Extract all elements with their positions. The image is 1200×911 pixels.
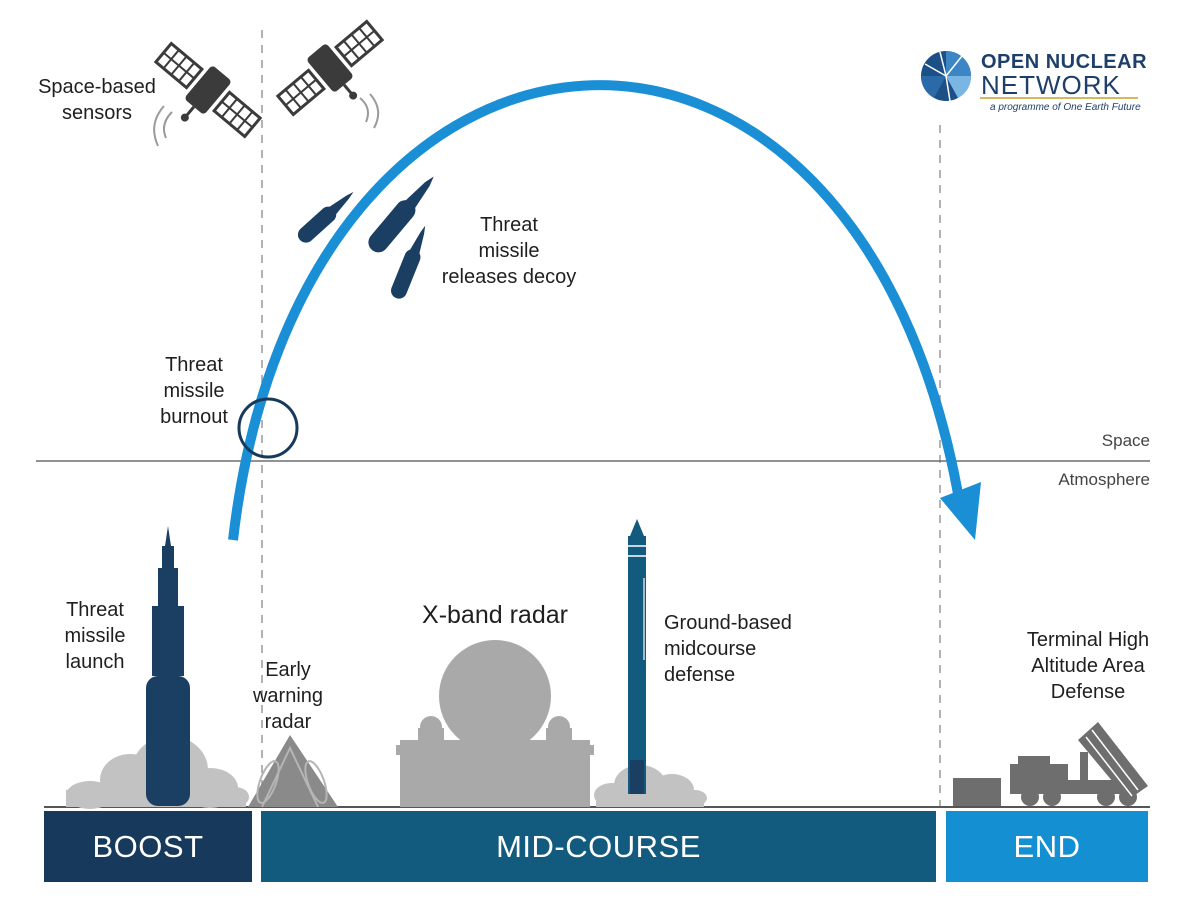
gmd-line-3: defense bbox=[664, 664, 736, 686]
burnout-line-2: missile bbox=[163, 380, 225, 402]
thaad-line-1: Terminal High bbox=[1026, 629, 1150, 651]
early-warning-label: Early warning radar bbox=[238, 657, 338, 735]
space-label: Space bbox=[1101, 431, 1150, 450]
burnout-circle bbox=[237, 397, 299, 459]
logo-line-2: NETWORK bbox=[981, 70, 1121, 100]
space-sensors-line-1: Space-based bbox=[38, 76, 156, 98]
decoy-line-2: missile bbox=[478, 240, 540, 262]
xband-radar-icon bbox=[396, 640, 594, 807]
satellite-icon bbox=[153, 41, 263, 139]
gmd-line-2: midcourse bbox=[664, 638, 757, 660]
decoy-warhead-icon bbox=[390, 225, 426, 299]
gmd-interceptor-icon bbox=[628, 519, 646, 794]
trajectory-arrowhead bbox=[940, 482, 981, 540]
satellite-icon bbox=[275, 19, 385, 117]
logo-line-1: OPEN NUCLEAR bbox=[981, 51, 1148, 73]
space-sensors-line-2: sensors bbox=[61, 102, 133, 124]
thaad-launcher-detail bbox=[1085, 729, 1139, 797]
thaad-line-2: Altitude Area bbox=[1031, 655, 1145, 677]
trajectory-arc bbox=[228, 80, 965, 541]
logo-tagline: a programme of One Earth Future bbox=[990, 102, 1141, 113]
burnout-line-1: Threat bbox=[165, 354, 223, 376]
launch-line-1: Threat bbox=[66, 599, 124, 621]
phase-boost: BOOST bbox=[44, 811, 252, 882]
signal-waves-icon bbox=[153, 105, 173, 147]
space-sensors-label: Space-based sensors bbox=[22, 74, 172, 126]
decoy-line-3: releases decoy bbox=[441, 266, 577, 288]
launch-line-3: launch bbox=[65, 651, 125, 673]
decoy-label: Threat missile releases decoy bbox=[424, 212, 594, 290]
launch-label: Threat missile launch bbox=[40, 597, 150, 675]
threat-missile-icon bbox=[146, 526, 190, 806]
decoy-warhead-icon bbox=[297, 191, 354, 243]
early-warning-line-3: radar bbox=[264, 711, 312, 733]
early-warning-line-1: Early bbox=[265, 659, 311, 681]
burnout-line-3: burnout bbox=[160, 406, 228, 428]
xband-label: X-band radar bbox=[422, 601, 568, 629]
phase-midcourse: MID-COURSE bbox=[261, 811, 936, 882]
atmosphere-label: Atmosphere bbox=[1058, 470, 1150, 489]
early-warning-radar-icon bbox=[248, 735, 338, 808]
thaad-line-3: Defense bbox=[1050, 681, 1126, 703]
decoy-warhead-icon bbox=[368, 176, 434, 253]
launch-line-2: missile bbox=[64, 625, 126, 647]
thaad-label: Terminal High Altitude Area Defense bbox=[1008, 627, 1168, 705]
early-warning-line-2: warning bbox=[252, 685, 324, 707]
phase-end: END bbox=[946, 811, 1148, 882]
gmd-label: Ground-based midcourse defense bbox=[664, 610, 814, 688]
signal-waves-icon bbox=[359, 93, 380, 129]
gmd-line-1: Ground-based bbox=[664, 612, 792, 634]
gmd-interceptor-cloud bbox=[594, 765, 707, 807]
decoy-line-1: Threat bbox=[480, 214, 538, 236]
open-nuclear-network-logo-icon bbox=[920, 51, 972, 102]
burnout-label: Threat missile burnout bbox=[134, 352, 254, 430]
